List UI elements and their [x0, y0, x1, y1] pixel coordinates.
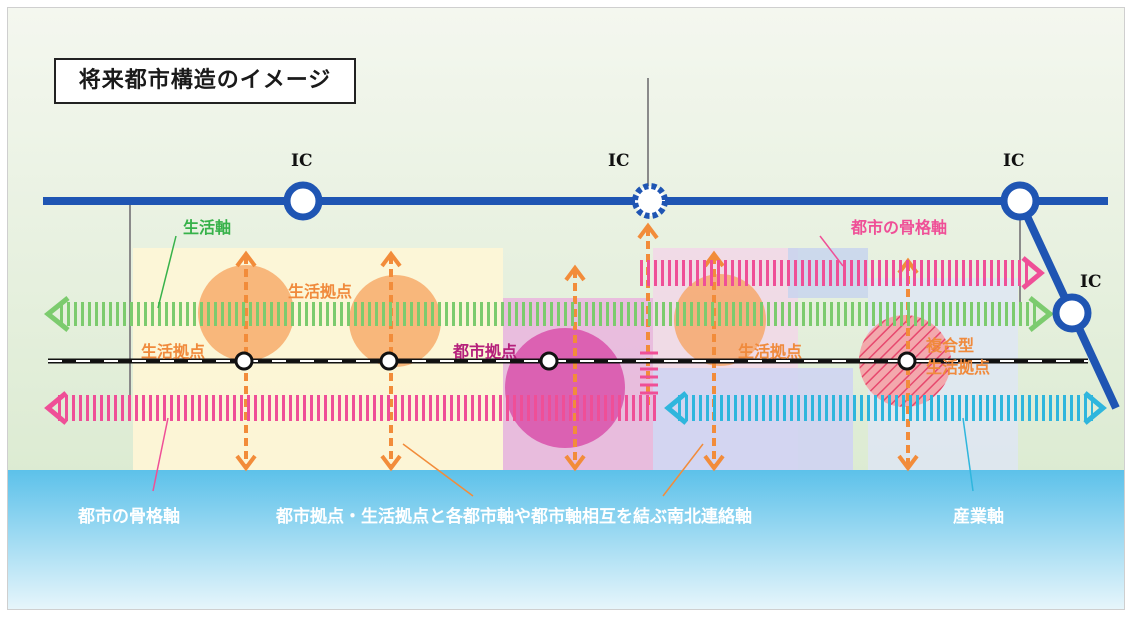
life-hub-circle-2	[349, 275, 441, 367]
city-skeleton-axis-label-top: 都市の骨格軸	[851, 218, 948, 237]
ic-label: IC	[1003, 151, 1025, 171]
life-hub-label: 生活拠点	[288, 282, 353, 301]
ic-label: IC	[608, 151, 630, 171]
diagram-frame: 将来都市構造のイメージ IC IC IC IC 生活軸 都市の骨格軸 生活拠点 …	[7, 7, 1125, 610]
ic-label: IC	[291, 151, 313, 171]
life-axis	[43, 296, 1055, 332]
industry-axis-label: 産業軸	[953, 507, 1004, 527]
city-hub-circle	[505, 328, 625, 448]
industry-axis	[664, 391, 1107, 425]
city-hub-label: 都市拠点	[453, 342, 518, 361]
north-south-link-axis-label: 都市拠点・生活拠点と各都市軸や都市軸相互を結ぶ南北連絡軸	[276, 507, 752, 527]
interchange-icon	[283, 181, 323, 221]
life-hub-label: 生活拠点	[738, 342, 803, 361]
city-skeleton-axis-label-bottom: 都市の骨格軸	[78, 507, 180, 527]
complex-life-hub-label: 生活拠点	[926, 358, 991, 377]
complex-life-hub-label: 複合型	[926, 336, 975, 355]
sea-area	[8, 470, 1124, 609]
life-hub-label: 生活拠点	[141, 342, 206, 361]
leader-lines	[152, 235, 974, 497]
interchange-icon	[1000, 181, 1040, 221]
city-skeleton-axis-upper	[640, 256, 1045, 290]
structure-diagram	[8, 8, 1124, 609]
station-icon	[234, 351, 917, 371]
ic-label: IC	[1080, 272, 1102, 292]
city-skeleton-axis-lower	[44, 391, 658, 425]
interchange-icon	[1052, 293, 1092, 333]
diagram-title: 将来都市構造のイメージ	[54, 58, 356, 104]
industry-zone-north	[788, 248, 868, 298]
interchange-icon	[632, 183, 668, 219]
life-axis-label: 生活軸	[183, 218, 232, 237]
